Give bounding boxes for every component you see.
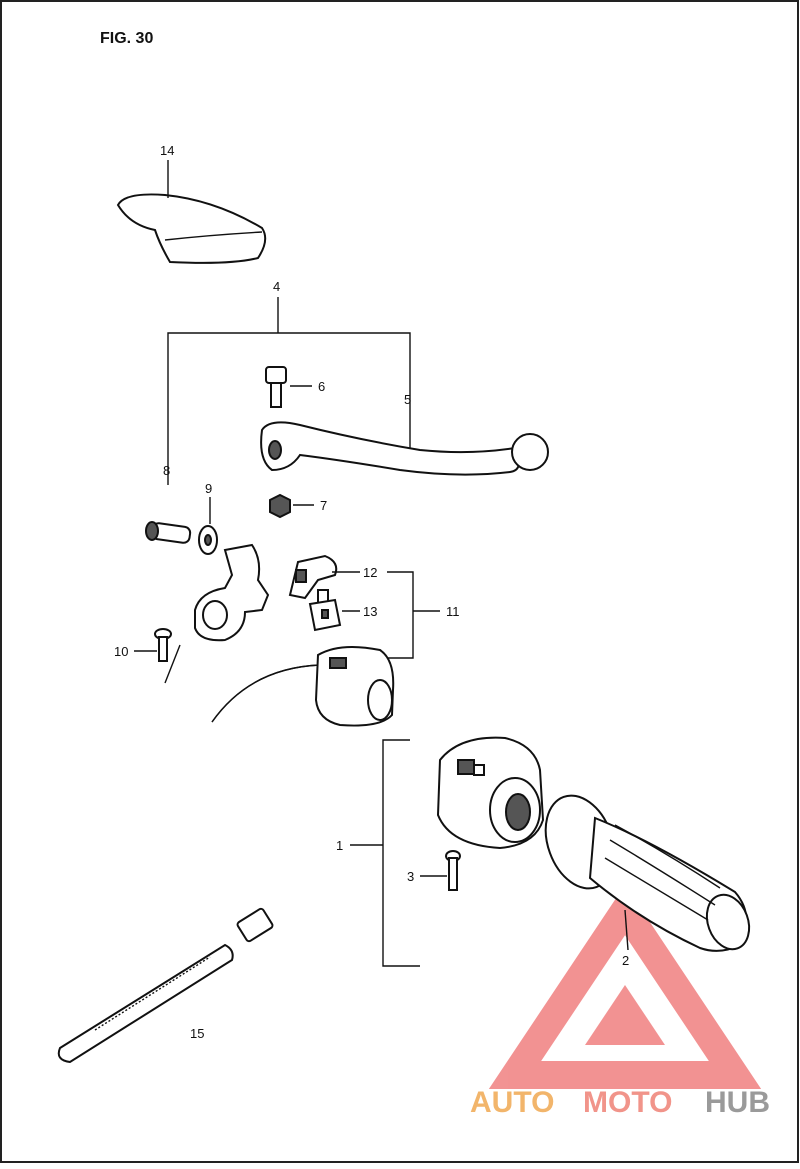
washer-part: [198, 525, 218, 555]
callout-5: 5: [404, 392, 411, 407]
figure-label: FIG. 30: [100, 30, 154, 47]
callout-2: 2: [622, 953, 629, 968]
switch-plate-part: [288, 554, 338, 600]
watermark-moto: MOTO: [583, 1086, 672, 1119]
lever-cover-part: [116, 193, 267, 264]
screw-3-part: [445, 850, 461, 891]
cable-tie-part: [57, 907, 274, 1064]
callout-13: 13: [363, 604, 377, 619]
screw-10-part: [154, 628, 172, 662]
left-switch-housing-part: [211, 646, 395, 727]
switch-terminal-part: [308, 589, 342, 632]
callout-1: 1: [336, 838, 343, 853]
callout-4: 4: [273, 279, 280, 294]
callout-6: 6: [318, 379, 325, 394]
callout-12: 12: [363, 565, 377, 580]
bracket-11: [387, 571, 414, 659]
callout-15: 15: [190, 1026, 204, 1041]
callout-10: 10: [114, 644, 128, 659]
leader-2: [624, 909, 629, 951]
throttle-grip-part: [544, 794, 751, 952]
nut-part: [269, 493, 291, 519]
adjuster-pin-part: [145, 521, 192, 544]
right-switch-housing-part: [436, 736, 545, 850]
bracket-4: [167, 297, 411, 485]
callout-7: 7: [320, 498, 327, 513]
watermark-logo-icon: [488, 884, 762, 1089]
watermark-hub: HUB: [705, 1086, 770, 1119]
bracket-1: [382, 739, 420, 967]
callout-14: 14: [160, 143, 174, 158]
watermark-auto: AUTO: [470, 1086, 554, 1119]
pivot-bolt-part: [265, 366, 287, 408]
callout-8: 8: [163, 463, 170, 478]
clutch-lever-part: [260, 421, 549, 476]
callout-11: 11: [446, 604, 460, 619]
leader-10b: [164, 644, 181, 684]
watermark-text: AUTO MOTO HUB: [470, 1086, 770, 1119]
lever-holder-part: [194, 543, 270, 642]
callout-9: 9: [205, 481, 212, 496]
callout-3: 3: [407, 869, 414, 884]
